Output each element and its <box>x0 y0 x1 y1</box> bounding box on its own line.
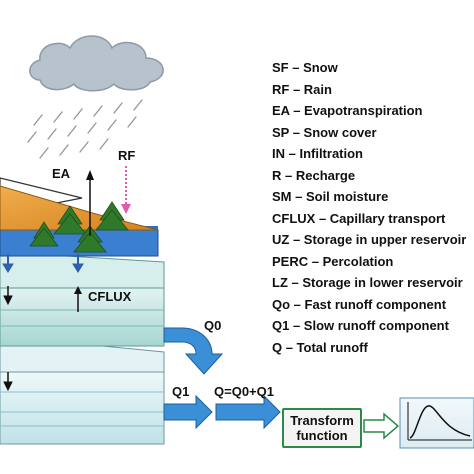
legend: SF – Snow RF – Rain EA – Evapotranspirat… <box>272 57 466 358</box>
slow-runoff-arrow <box>163 394 213 430</box>
legend-item: IN – Infiltration <box>272 146 363 161</box>
lower-zone-block <box>0 335 165 445</box>
total-runoff-label: Q=Q0+Q1 <box>214 384 274 399</box>
cloud-icon <box>29 35 164 92</box>
legend-item: SM – Soil moisture <box>272 189 389 204</box>
q1-label: Q1 <box>172 384 190 399</box>
legend-item: Q – Total runoff <box>272 339 368 355</box>
rain-streaks <box>27 99 143 159</box>
legend-item: LZ – Storage in lower reservoir <box>272 275 463 290</box>
legend-item: RF – Rain <box>272 81 332 97</box>
evapotranspiration-arrow <box>86 170 94 236</box>
ea-label: EA <box>52 166 71 181</box>
output-arrow <box>363 412 400 440</box>
legend-item: SF – Snow <box>272 60 338 75</box>
legend-item: SP – Snow cover <box>272 124 377 140</box>
percolation-arrow <box>3 286 13 392</box>
hydrograph-panel <box>399 397 474 449</box>
legend-item: PERC – Percolation <box>272 253 394 269</box>
cflux-arrow <box>74 286 82 312</box>
transform-function-label: Transform function <box>290 413 354 443</box>
legend-item: R – Recharge <box>272 167 356 183</box>
recharge-arrows <box>2 254 84 273</box>
legend-item: CFLUX – Capillary transport <box>272 210 446 226</box>
rf-label: RF <box>118 148 136 163</box>
cflux-label: CFLUX <box>88 289 132 304</box>
legend-item: Qo – Fast runoff component <box>272 296 447 312</box>
total-runoff-arrow <box>215 394 281 430</box>
legend-item: Q1 – Slow runoff component <box>272 318 449 333</box>
legend-item: EA – Evapotranspiration <box>272 103 423 118</box>
transform-function-box: Transform function <box>282 408 362 448</box>
legend-item: UZ – Storage in upper reservoir <box>272 232 467 247</box>
upper-zone-block <box>0 251 165 347</box>
fast-runoff-arrow <box>163 327 224 375</box>
q0-label: Q0 <box>204 318 222 333</box>
rainfall-arrow <box>121 166 131 214</box>
